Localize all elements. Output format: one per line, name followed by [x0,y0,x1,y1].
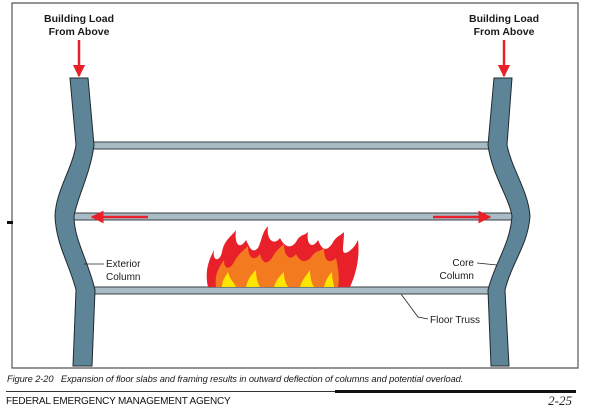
figure-caption-text: Expansion of floor slabs and framing res… [60,374,464,384]
exterior-column-label-line1: Exterior [106,259,141,270]
lower-floor-beam [92,286,494,295]
footer-rule-thick [335,390,576,393]
exterior-column-label-line2: Column [106,272,140,283]
figure-caption: Figure 2-20 Expansion of floor slabs and… [7,374,463,384]
footer-rule-thin [6,391,336,392]
upper-floor-beam [91,141,495,150]
load-label-left-line1: Building Load [44,13,114,25]
fire-icon [206,226,359,287]
core-column [487,77,531,367]
figure-caption-label: Figure 2-20 [7,374,54,384]
load-label-left-line2: From Above [49,26,110,38]
core-column-label-line2: Column [440,271,474,282]
load-label-right-line2: From Above [474,26,535,38]
floor-truss-label: Floor Truss [430,315,480,326]
floor-truss-leader [400,293,429,320]
core-column-leader [476,262,498,266]
footer-agency: FEDERAL EMERGENCY MANAGEMENT AGENCY [6,396,231,407]
margin-tick-mark [7,221,13,224]
load-label-right-line1: Building Load [469,13,539,25]
figure-frame [11,2,579,369]
exterior-column [54,77,96,367]
footer-page-number: 2-25 [548,393,572,408]
core-column-label-line1: Core [452,258,474,269]
